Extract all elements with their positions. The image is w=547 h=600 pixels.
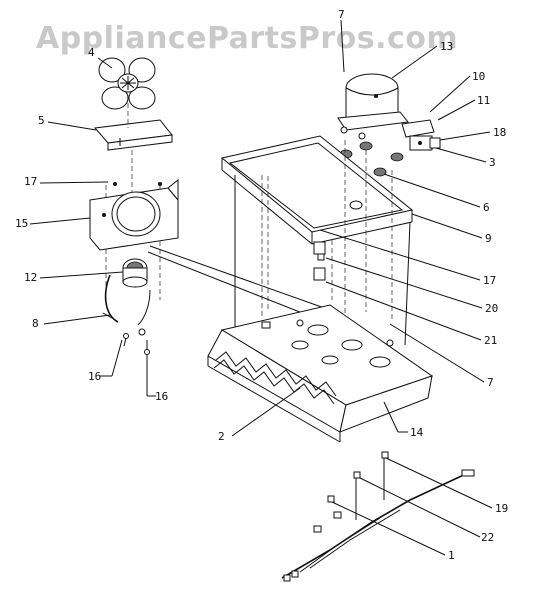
- callout-21: 21: [484, 334, 497, 347]
- screw-part[interactable]: [123, 328, 150, 355]
- compressor-part[interactable]: [337, 73, 409, 140]
- fan-bracket-part[interactable]: [94, 119, 173, 151]
- callout-14: 14: [410, 426, 424, 439]
- relay-overload-part[interactable]: [401, 119, 441, 151]
- callout-9: 9: [485, 232, 492, 245]
- callout-20: 20: [485, 302, 498, 315]
- watermark-text: AppliancePartsPros.com: [36, 21, 458, 56]
- callout-22: 22: [481, 531, 494, 544]
- machine-compartment-housing-part[interactable]: [220, 135, 414, 346]
- electrical-connector-part[interactable]: [313, 241, 326, 281]
- callout-17-right: 17: [483, 274, 496, 287]
- callout-16-right: 16: [155, 390, 168, 403]
- callout-15: 15: [15, 217, 28, 230]
- callout-17-left: 17: [24, 175, 37, 188]
- callout-2: 2: [218, 430, 225, 443]
- fan-motor-part[interactable]: [122, 258, 148, 288]
- callout-12: 12: [24, 271, 37, 284]
- callout-16-left: 16: [88, 370, 101, 383]
- callout-8: 8: [32, 317, 39, 330]
- callout-18: 18: [493, 126, 506, 139]
- fan-shroud-part[interactable]: [89, 178, 179, 251]
- callout-1: 1: [448, 549, 455, 562]
- callout-6: 6: [483, 201, 490, 214]
- callout-7-bottom: 7: [487, 376, 494, 389]
- callout-3: 3: [489, 156, 496, 169]
- base-pan-part[interactable]: [207, 304, 434, 443]
- callout-5: 5: [38, 114, 45, 127]
- callout-4: 4: [88, 46, 95, 59]
- wiring-harness-part[interactable]: [281, 451, 475, 582]
- callout-10: 10: [472, 70, 485, 83]
- callout-19: 19: [495, 502, 508, 515]
- callout-11: 11: [477, 94, 490, 107]
- callout-7-top: 7: [338, 8, 345, 21]
- fan-blade-part[interactable]: [98, 57, 156, 110]
- callout-13: 13: [440, 40, 453, 53]
